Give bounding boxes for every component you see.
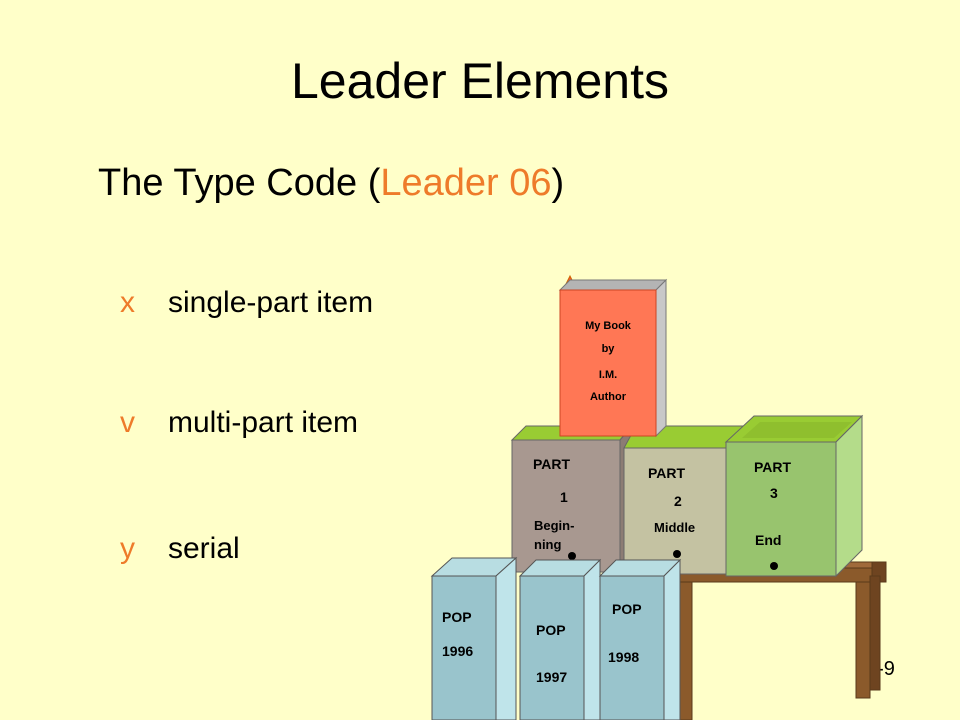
- serial-1998-year: 1998: [608, 649, 639, 665]
- bullet-multi-part: v multi-part item: [120, 406, 358, 440]
- part-1-label: PART: [533, 456, 571, 472]
- bullet-dot: [673, 550, 681, 558]
- part-2-label: PART: [648, 465, 686, 481]
- part-2-number: 2: [674, 493, 682, 509]
- slide-title: Leader Elements: [290, 53, 669, 109]
- bullet-text: single-part item: [168, 286, 374, 319]
- table: [671, 561, 887, 720]
- book-by: by: [602, 343, 616, 355]
- subtitle-lead: The Type Code (: [98, 162, 381, 204]
- bullet-code: y: [120, 532, 135, 565]
- book-author-initials: I.M.: [599, 369, 617, 381]
- part-3-desc: End: [755, 532, 781, 548]
- serial-1997-year: 1997: [536, 669, 567, 685]
- part-3-label: PART: [754, 459, 792, 475]
- serial-1996-label: POP: [442, 609, 472, 625]
- book-title: My Book: [585, 320, 632, 332]
- part-1-desc-2: ning: [534, 537, 561, 552]
- part-2-desc: Middle: [654, 520, 695, 535]
- part-1-book: PART 1 Begin- ning: [510, 424, 634, 574]
- serial-1996: POP 1996: [430, 556, 518, 720]
- serial-1997-label: POP: [536, 622, 566, 638]
- subtitle-trail: ): [551, 162, 565, 204]
- bullet-text: serial: [168, 532, 240, 565]
- part-3-book: PART 3 End: [724, 414, 864, 578]
- part-1-desc: Begin-: [534, 518, 574, 533]
- serial-1998: POP 1998: [598, 558, 682, 720]
- serial-1997: POP 1997: [518, 558, 602, 720]
- part-3-number: 3: [770, 485, 778, 501]
- single-part-book: My Book by I.M. Author: [558, 274, 668, 438]
- serial-1996-year: 1996: [442, 643, 473, 659]
- part-1-number: 1: [560, 489, 568, 505]
- bullet-dot: [568, 552, 576, 560]
- book-author: Author: [590, 391, 627, 403]
- subtitle-accent: Leader 06: [380, 162, 552, 204]
- bullet-single-part: x single-part item: [120, 286, 373, 320]
- bullet-dot: [770, 562, 778, 570]
- serial-1998-label: POP: [612, 601, 642, 617]
- bullet-code: x: [120, 286, 135, 319]
- slide-subtitle: The Type Code (Leader 06): [98, 162, 564, 205]
- bullet-text: multi-part item: [168, 406, 359, 439]
- bullet-code: v: [120, 406, 135, 439]
